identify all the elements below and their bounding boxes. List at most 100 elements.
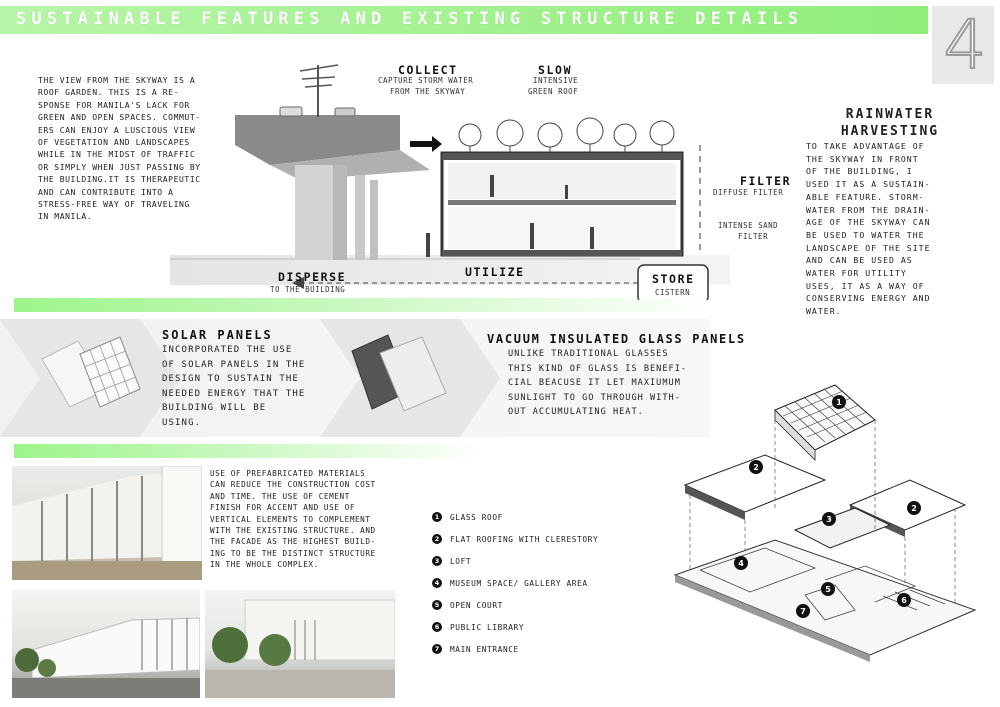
intro-line: THE BUILDING.IT IS THERAPEUTIC [38,174,201,185]
axon-marker-label: 1 [836,398,842,407]
lower-floor [448,207,676,249]
rainwater-line: WATER. [806,306,842,317]
page-title: SUSTAINABLE FEATURES AND EXISTING STRUCT… [16,9,804,29]
prefab-line: IN THE WHOLE COMPLEX. [210,560,319,570]
vacuum-title: VACUUM INSULATED GLASS PANELS [487,332,746,346]
solar-text: INCORPORATED THE USE OF SOLAR PANELS IN … [162,343,332,431]
prefab-line: CAN REDUCE THE CONSTRUCTION COST [210,480,376,490]
vacuum-line: THIS KIND OF GLASS IS BENEFI- [508,363,688,374]
solar-line: BUILDING WILL BE [162,403,267,414]
slow-sub2: GREEN ROOF [528,87,579,96]
intro-line: WHILE IN THE MIDST OF TRAFFIC [38,149,196,160]
filter-sub1: DIFFUSE FILTER [713,188,784,197]
utilize-arrow-icon [292,277,304,289]
utilize-label: UTILIZE [465,265,525,279]
intro-line: IN MANILA. [38,211,93,222]
prefab-line: THE FACADE AS THE HIGHEST BUILD- [210,537,376,547]
intro-line: GREEN AND OPEN SPACES. COMMUT- [38,112,201,123]
intro-text: THE VIEW FROM THE SKYWAY IS A ROOF GARDE… [38,74,238,223]
divider-band [14,444,484,458]
lamp-arm [301,76,336,80]
solar-grid-lines [83,340,137,404]
rainwater-text: TO TAKE ADVANTAGE OF THE SKYWAY IN FRONT… [806,140,996,318]
upper-floor [448,163,676,199]
slow-label: SLOW [538,63,573,77]
divider-band [14,298,714,312]
store-sub: CISTERN [655,288,691,297]
legend-number: 6 [432,622,442,632]
rainwater-line: USED IT AS A SUSTAIN- [806,179,931,190]
green-roof-slab [442,153,682,160]
collect-arrow-icon [410,136,442,152]
rainwater-line: USES, IT AS A WAY OF [806,280,925,291]
collect-sub1: CAPTURE STORM WATER [378,76,474,85]
legend-number: 7 [432,644,442,654]
rainwater-line: OF THE BUILDING, I [806,166,913,177]
rainwater-line: WATER FROM THE DRAIN- [806,204,931,215]
axon-markers [734,395,921,618]
legend-label: PUBLIC LIBRARY [450,623,525,632]
legend-number: 3 [432,556,442,566]
collect-label: COLLECT [398,63,458,77]
rainwater-line: AGE OF THE SKYWAY CAN [806,217,931,228]
roof-trees [458,117,675,153]
facade-render-1 [12,466,202,580]
axon-marker-label: 7 [800,607,806,616]
skyway-deck [235,115,400,165]
axon-marker-label: 2 [753,463,759,472]
car [279,106,303,117]
facade-photo-1 [12,466,202,580]
legend-label: OPEN COURT [450,601,503,610]
loft [793,507,892,549]
facade-photo-2 [12,590,200,698]
glass-roof [774,384,876,451]
intro-line: STRESS-FREE WAY OF TRAVELING [38,199,190,210]
store-label: STORE [652,272,695,286]
axon-marker-labels: 1 2 2 3 4 5 6 7 [738,398,917,616]
skyway-pier [295,165,333,260]
rainwater-line: ABLE FEATURE. STORM- [806,191,925,202]
rainwater-line: LANDSCAPE OF THE SITE [806,242,931,253]
car [334,107,356,117]
prefab-line: VERTICAL ELEMENTS TO COMPLEMENT [210,514,371,524]
prefab-text: USE OF PREFABRICATED MATERIALS CAN REDUC… [210,468,410,571]
collect-sub2: FROM THE SKYWAY [390,87,466,96]
disperse-sub: TO THE BUILDING [270,285,346,294]
floor-slab [448,200,676,205]
filter-label: FILTER [740,174,792,188]
chevron-decor [0,319,500,437]
rainwater-title: RAINWATER HARVESTING [820,106,960,140]
solar-line: DESIGN TO SUSTAIN THE [162,374,299,385]
facade-render-2 [12,617,200,698]
legend-number: 2 [432,534,442,544]
legend-label: MUSEUM SPACE/ GALLERY AREA [450,579,588,588]
slow-sub1: INTENSIVE [533,76,579,85]
exploded-axonometric: 1 2 2 3 4 5 6 7 [673,384,977,662]
disperse-label: DISPERSE [278,270,347,284]
axon-marker-label: 4 [738,559,744,568]
page-number: 4 [942,6,987,85]
vacuum-line: OUT ACCUMULATING HEAT. [508,407,644,418]
intro-line: ERS CAN ENJOY A LUSCIOUS VIEW [38,124,196,135]
solar-title: SOLAR PANELS [162,328,273,342]
ground-plane [170,255,730,285]
legend-label: LOFT [450,557,472,566]
skyway-pier-side [333,165,347,260]
legend-label: GLASS ROOF [450,513,503,522]
rainwater-line: CONSERVING ENERGY AND [806,293,931,304]
axon-marker-label: 2 [911,504,917,513]
vacuum-glass-light-icon [379,336,447,412]
page-number-box [932,6,994,84]
ground-slab [442,250,682,256]
axon-marker-label: 6 [901,596,907,605]
ground-floor-edge [675,575,870,662]
legend-number: 5 [432,600,442,610]
intro-line: THE VIEW FROM THE SKYWAY IS A [38,75,196,85]
vacuum-line: CIAL BEACUSE IT LET MAXIUMUM [508,378,681,389]
glass-roof-edge [774,409,816,461]
ground-floor-plan [673,539,977,656]
rainwater-section-diagram [170,64,730,300]
skyway-pier-2 [355,175,365,260]
lamp-arm [299,64,339,72]
vacuum-line: SUNLIGHT TO GO THROUGH WITH- [508,392,681,403]
